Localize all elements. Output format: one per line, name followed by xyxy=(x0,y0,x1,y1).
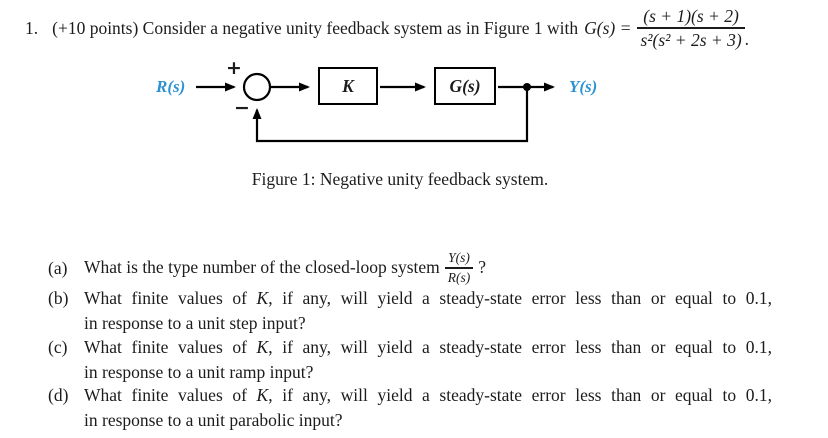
question-b-line1-post: , if any, will yield a steady-state erro… xyxy=(268,288,772,308)
plus-sign: + xyxy=(226,57,242,79)
transfer-function-fraction: (s + 1)(s + 2) s²(s² + 2s + 3) xyxy=(637,5,745,51)
closed-loop-denominator: R(s) xyxy=(447,270,471,286)
gain-block-label: K xyxy=(342,75,354,96)
question-c-line1-post: , if any, will yield a steady-state erro… xyxy=(268,337,772,357)
question-d-line2: in response to a unit parabolic input? xyxy=(84,409,343,430)
question-d-line1-pre: What finite values of xyxy=(84,385,257,405)
block-diagram: R(s) + − K G(s) Y(s) xyxy=(150,56,620,148)
question-c-k-variable: K xyxy=(256,337,269,357)
problem-number: 1. xyxy=(25,17,39,38)
question-a: (a) What is the type number of the close… xyxy=(48,250,772,286)
question-b: (b) What finite values of K, if any, wil… xyxy=(48,287,772,335)
question-b-k-variable: K xyxy=(256,288,269,308)
question-c-text: What finite values of K, if any, will yi… xyxy=(84,336,772,384)
plant-block-label: G(s) xyxy=(449,75,481,96)
sentence-period: . xyxy=(744,29,750,49)
question-d-text: What finite values of K, if any, will yi… xyxy=(84,384,772,432)
question-a-text: What is the type number of the closed-lo… xyxy=(84,250,772,285)
question-b-label: (b) xyxy=(48,288,69,308)
problem-statement: 1. (+10 points) Consider a negative unit… xyxy=(25,2,749,54)
question-b-text: What finite values of K, if any, will yi… xyxy=(84,287,772,335)
closed-loop-fraction-bar xyxy=(444,267,474,269)
question-a-post: ? xyxy=(478,257,487,278)
problem-intro-text: (+10 points) Consider a negative unity f… xyxy=(52,17,579,38)
fraction-bar xyxy=(637,27,745,29)
closed-loop-numerator: Y(s) xyxy=(448,250,470,266)
diagram-lines xyxy=(196,72,555,143)
question-c-line2: in response to a unit ramp input? xyxy=(84,361,314,382)
question-c-line1-pre: What finite values of xyxy=(84,337,257,357)
question-c-line1: What finite values of K, if any, will yi… xyxy=(84,336,772,360)
question-c: (c) What finite values of K, if any, wil… xyxy=(48,336,772,384)
question-a-pre: What is the type number of the closed-lo… xyxy=(84,257,440,278)
question-d-line1-post: , if any, will yield a steady-state erro… xyxy=(268,385,772,405)
question-c-label: (c) xyxy=(48,337,68,357)
minus-sign: − xyxy=(234,97,250,119)
question-a-label: (a) xyxy=(48,257,68,278)
question-b-line1: What finite values of K, if any, will yi… xyxy=(84,287,772,311)
question-d-line1: What finite values of K, if any, will yi… xyxy=(84,384,772,408)
question-b-line1-pre: What finite values of xyxy=(84,288,257,308)
fraction-numerator: (s + 1)(s + 2) xyxy=(643,5,739,26)
output-signal-label: Y(s) xyxy=(569,77,598,96)
gain-block-k: K xyxy=(318,67,378,105)
question-d-label: (d) xyxy=(48,385,69,405)
fraction-denominator: s²(s² + 2s + 3) xyxy=(640,30,742,51)
plant-block-g: G(s) xyxy=(434,67,496,105)
question-d-k-variable: K xyxy=(256,385,269,405)
input-signal-label: R(s) xyxy=(156,77,186,96)
question-b-line2: in response to a unit step input? xyxy=(84,312,306,333)
figure-caption: Figure 1: Negative unity feedback system… xyxy=(251,169,549,189)
question-d: (d) What finite values of K, if any, wil… xyxy=(48,384,772,432)
closed-loop-fraction: Y(s) R(s) xyxy=(444,250,474,286)
transfer-function-label: G(s) = xyxy=(584,17,632,38)
